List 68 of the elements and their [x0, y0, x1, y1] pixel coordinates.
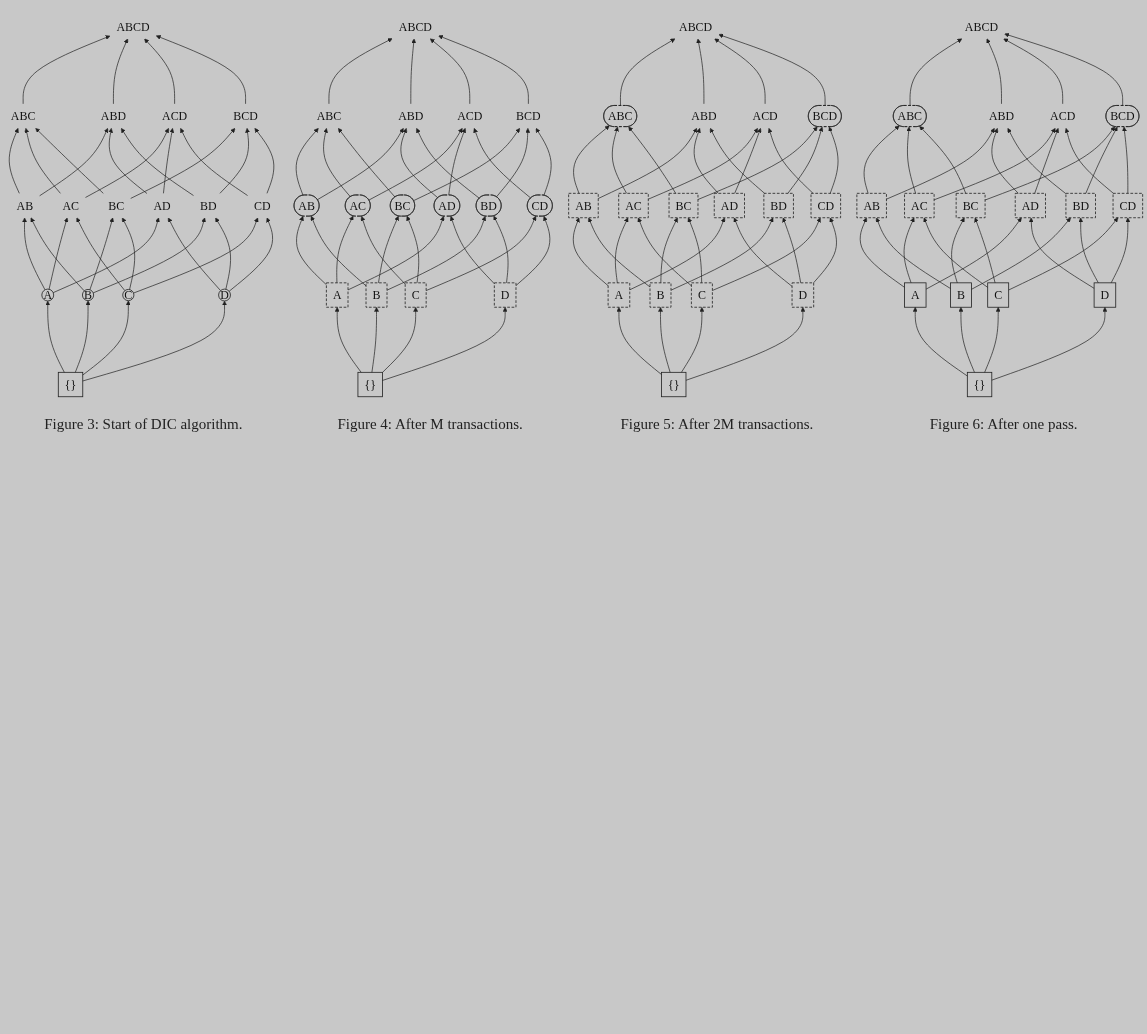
node-text: BCD — [233, 109, 258, 123]
node-text: BC — [394, 198, 411, 213]
node-text: AC — [62, 198, 79, 213]
node-box: BD — [763, 192, 794, 219]
node-text: ACD — [457, 109, 483, 123]
node-text: BCD — [812, 109, 838, 123]
node-box: BC — [668, 192, 699, 219]
node-text: ABCD — [116, 19, 150, 34]
node-circle: C — [122, 289, 135, 302]
node-box: AD — [713, 192, 745, 219]
figure-caption: Figure 4: After M transactions. — [337, 416, 523, 433]
node-box: {} — [57, 371, 84, 398]
node-text: ABC — [897, 109, 923, 123]
node-text: AB — [16, 198, 34, 213]
node-text: ABD — [100, 109, 127, 123]
node-box: CD — [810, 192, 841, 219]
node-box: A — [325, 282, 349, 308]
node-box: AB — [568, 192, 599, 219]
node-text: ABD — [988, 109, 1015, 123]
node-circle: A — [41, 288, 55, 302]
node-text: AD — [153, 198, 171, 213]
node-box: C — [987, 282, 1010, 308]
node-text: ABC — [10, 109, 36, 123]
node-box: BD — [1065, 192, 1096, 219]
node-text: BC — [108, 198, 125, 213]
node-text: ACD — [162, 109, 188, 123]
node-box: AD — [1014, 192, 1046, 219]
node-box: B — [365, 282, 388, 308]
node-box: B — [950, 282, 972, 308]
node-circle: D — [218, 288, 231, 302]
node-text: CD — [531, 198, 549, 213]
node-box: {} — [357, 371, 383, 398]
node-box: {} — [661, 371, 687, 398]
node-box: B — [649, 282, 672, 308]
node-box: AC — [618, 192, 649, 219]
node-text: BD — [200, 198, 217, 213]
figure-caption: Figure 5: After 2M transactions. — [620, 416, 814, 433]
figure-caption: Figure 3: Start of DIC algorithm. — [44, 416, 243, 433]
figure-caption: Figure 6: After one pass. — [929, 416, 1078, 433]
node-text: ABC — [607, 109, 633, 123]
node-text: ABD — [691, 109, 717, 123]
node-box: D — [493, 282, 517, 308]
node-text: ABD — [398, 109, 424, 123]
node-text: ABCD — [679, 19, 713, 34]
node-box: BC — [955, 192, 986, 219]
node-box: A — [904, 282, 927, 308]
node-box: D — [1093, 282, 1117, 308]
node-box: {} — [966, 371, 993, 398]
node-box: CD — [1112, 192, 1144, 219]
node-box: C — [691, 282, 713, 308]
node-circle: B — [82, 289, 95, 302]
node-text: ACD — [752, 109, 778, 123]
node-box: C — [404, 282, 427, 308]
node-text: BCD — [516, 109, 541, 123]
node-box: AB — [856, 192, 887, 219]
node-text: AD — [438, 198, 456, 213]
node-text: BCD — [1110, 109, 1135, 123]
node-box: A — [607, 282, 631, 308]
node-text: ACD — [1050, 109, 1076, 123]
node-box: AC — [904, 192, 935, 219]
node-text: CD — [254, 198, 271, 213]
node-text: BD — [480, 198, 497, 213]
node-text: AB — [298, 198, 315, 213]
node-text: ABCD — [964, 19, 998, 34]
node-text: ABCD — [398, 19, 432, 34]
node-text: AC — [349, 198, 367, 213]
node-box: D — [791, 282, 815, 308]
node-text: ABC — [316, 109, 342, 123]
